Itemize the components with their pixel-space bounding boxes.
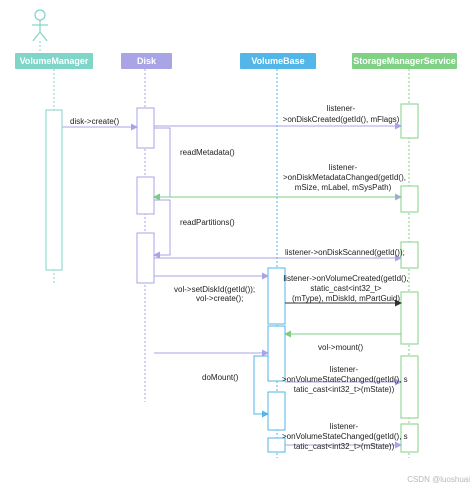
participant-volume-manager: VolumeManager xyxy=(15,53,93,69)
label-read-metadata: readMetadata() xyxy=(180,148,235,157)
label-disk-create: disk->create() xyxy=(70,117,120,126)
arrow-read-partitions xyxy=(153,199,171,259)
activation-sms-5 xyxy=(400,355,419,419)
label-disk-scanned: listener->onDiskScanned(getId()); xyxy=(285,248,405,257)
arrow-do-mount xyxy=(253,355,269,418)
activation-sms-4 xyxy=(400,291,419,345)
label-volume-created-3: (mType), mDiskId, mPartGuid) xyxy=(291,294,400,303)
label-state-changed-b-3: tatic_cast<int32_t>(mState)) xyxy=(293,442,395,451)
participant-volume-base: VolumeBase xyxy=(240,53,316,69)
label-metadata-changed-2: >onDiskMetadataChanged(getId(), xyxy=(283,173,406,182)
activation-disk-1 xyxy=(136,107,155,149)
label-disk-created-2: >onDiskCreated(getId(), mFlags) xyxy=(282,115,400,124)
label-disk-created-1: listener- xyxy=(326,104,356,113)
label-metadata-changed-3: mSize, mLabel, mSysPath) xyxy=(294,183,392,192)
label-volume-created-2: static_cast<int32_t> xyxy=(310,284,382,293)
label-set-disk-id-2: vol->create(); xyxy=(196,294,244,303)
participant-storage-manager-service: StorageManagerService xyxy=(352,53,457,69)
activation-sms-1 xyxy=(400,103,419,139)
activation-disk-3 xyxy=(136,232,155,284)
label-read-partitions: readPartitions() xyxy=(180,218,235,227)
arrow-read-metadata xyxy=(153,127,171,201)
label-vol-mount: vol->mount() xyxy=(318,343,364,352)
label-state-changed-b-1: listener- xyxy=(329,422,359,431)
activation-volume-manager xyxy=(45,109,63,271)
activation-volume-base-1 xyxy=(267,267,286,325)
actor-icon xyxy=(32,9,48,42)
label-set-disk-id-1: vol->setDiskId(getId()); xyxy=(174,285,256,294)
label-state-changed-a-1: listener- xyxy=(329,365,359,374)
label-metadata-changed-1: listener- xyxy=(328,163,358,172)
activation-disk-2 xyxy=(136,176,155,215)
label-state-changed-a-3: tatic_cast<int32_t>(mState)) xyxy=(293,385,395,394)
label-volume-created-1: listener->onVolumeCreated(getId(), xyxy=(283,274,409,283)
activation-sms-6 xyxy=(400,423,419,453)
label-state-changed-b-2: >onVolumeStateChanged(getId(), s xyxy=(282,432,408,441)
participant-disk: Disk xyxy=(121,53,172,69)
activation-sms-2 xyxy=(400,185,419,213)
label-state-changed-a-2: >onVolumeStateChanged(getId(), s xyxy=(282,375,408,384)
watermark: CSDN @luoshuai xyxy=(407,475,470,484)
label-do-mount: doMount() xyxy=(202,373,239,382)
